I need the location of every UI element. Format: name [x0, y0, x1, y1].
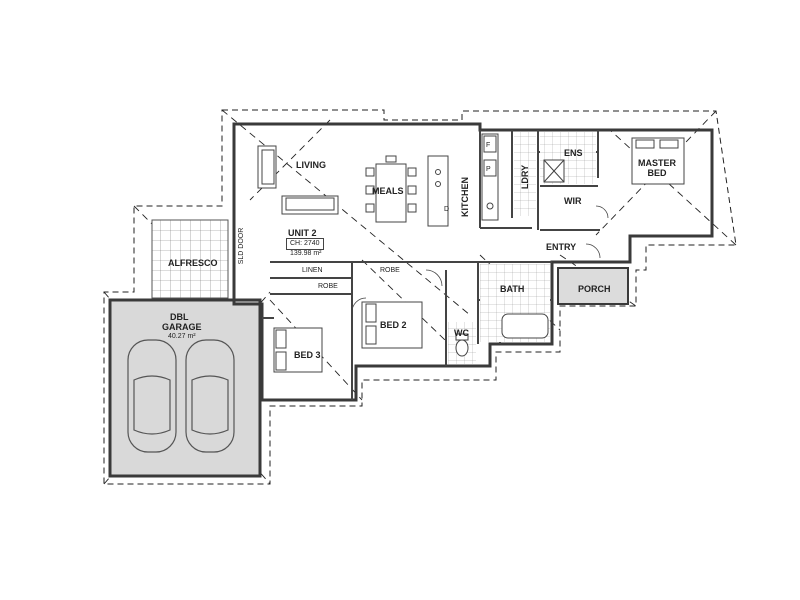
garage-label-line2: GARAGE: [162, 322, 202, 332]
laundry-tiles: [514, 132, 536, 216]
walls: [232, 122, 714, 402]
furniture: [257, 133, 685, 373]
wc-label: WC: [454, 328, 469, 338]
entry-label: ENTRY: [546, 242, 577, 252]
dishwasher-label: D: [444, 206, 450, 213]
bed2-label: BED 2: [380, 320, 407, 330]
porch-label: PORCH: [578, 284, 611, 294]
garage-area-label: 40.27 m²: [168, 333, 196, 340]
living-label: LIVING: [296, 160, 327, 170]
bed3-label: BED 3: [294, 350, 321, 360]
linen-label: LINEN: [302, 267, 323, 274]
robe-2-label: ROBE: [318, 283, 338, 290]
garage: [108, 298, 262, 478]
fridge-f-label: F: [486, 142, 491, 149]
master-bed-label: MASTER BED: [638, 158, 676, 178]
ensuite-label: ENS: [564, 148, 583, 158]
robe-1-label: ROBE: [380, 267, 400, 274]
garage-label-line1: DBL: [170, 312, 189, 322]
unit-name: UNIT 2: [288, 228, 317, 238]
bath-label: BATH: [500, 284, 525, 294]
sliding-door-label: SLD DOOR: [238, 227, 245, 265]
kitchen-label: KITCHEN: [460, 177, 470, 217]
alfresco-area: [151, 219, 229, 299]
unit-area: 139.98 m²: [290, 250, 322, 257]
wir-label: WIR: [564, 196, 582, 206]
doors: [351, 205, 609, 313]
unit-ceiling-height: CH: 2740: [286, 238, 324, 250]
alfresco-label: ALFRESCO: [168, 258, 218, 268]
fridge-p-label: P: [486, 166, 491, 173]
meals-label: MEALS: [372, 186, 404, 196]
porch-area: [557, 267, 629, 305]
laundry-label: LDRY: [520, 164, 530, 190]
